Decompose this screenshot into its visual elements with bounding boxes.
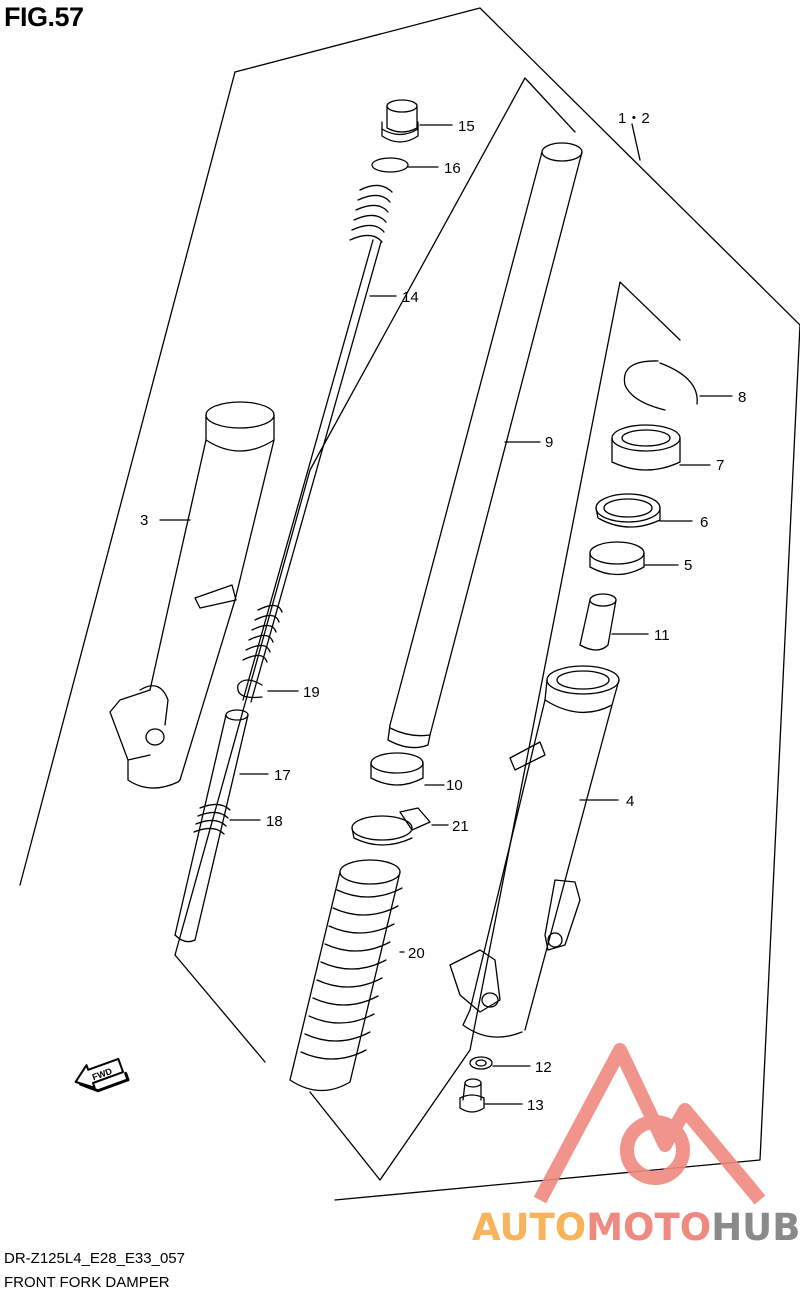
callout-21: 21 xyxy=(452,818,469,835)
assembly-outline xyxy=(19,7,800,1201)
callout-19: 19 xyxy=(303,684,320,701)
watermark-word-auto: AUTO xyxy=(472,1206,587,1249)
callout-4: 4 xyxy=(626,793,634,810)
part-14-spring xyxy=(242,604,283,663)
callout-14: 14 xyxy=(402,289,419,306)
part-7-oil-seal xyxy=(611,424,681,471)
fwd-arrow-icon xyxy=(74,1057,130,1093)
callout-1-2: 1・2 xyxy=(618,110,650,127)
part-18-rebound-spring xyxy=(193,803,231,835)
part-19-circlip xyxy=(237,679,263,699)
callout-leader-lines xyxy=(159,123,733,1105)
callout-13: 13 xyxy=(527,1097,544,1114)
callout-7: 7 xyxy=(716,457,724,474)
callout-12: 12 xyxy=(535,1059,552,1076)
callout-20: 20 xyxy=(408,945,425,962)
callout-6: 6 xyxy=(700,514,708,531)
part-12-gasket xyxy=(469,1056,493,1070)
part-14-damper-rod xyxy=(242,184,393,703)
part-6-washer xyxy=(595,493,661,528)
part-21-clamp xyxy=(351,807,431,846)
part-8-snap-ring xyxy=(623,360,698,411)
center-group-outline xyxy=(309,281,681,1181)
part-4-outer-tube-right xyxy=(449,665,620,1038)
part-11-oil-lock-piece xyxy=(579,593,617,651)
part-5-guide-bushing xyxy=(589,541,645,576)
part-17-damper-rod-lower xyxy=(174,709,249,943)
callout-15: 15 xyxy=(458,118,475,135)
part-3-outer-tube-left xyxy=(109,401,275,789)
callout-10: 10 xyxy=(446,777,463,794)
callout-8: 8 xyxy=(738,389,746,406)
figure-title: FIG.57 xyxy=(4,2,84,32)
callout-3: 3 xyxy=(140,512,148,529)
callout-labels: 1・2 3 4 5 6 7 8 9 10 11 12 13 14 15 16 1… xyxy=(91,110,747,1114)
diagram-code: DR-Z125L4_E28_E33_057 xyxy=(4,1250,185,1267)
watermark-word-hub: HUB xyxy=(711,1206,800,1249)
watermark-mountain-icon xyxy=(533,1043,766,1205)
diagram-name: FRONT FORK DAMPER xyxy=(4,1274,170,1291)
callout-9: 9 xyxy=(545,434,553,451)
callout-11: 11 xyxy=(654,627,670,644)
part-10-slide-bushing xyxy=(370,752,424,786)
watermark-word-moto: MOTO xyxy=(586,1206,712,1249)
part-15-cap-bolt xyxy=(381,99,419,143)
part-20-fork-boot xyxy=(289,859,403,1092)
part-9-inner-tube xyxy=(387,142,583,749)
left-group-outline xyxy=(174,77,576,956)
callout-18: 18 xyxy=(266,813,283,830)
callout-5: 5 xyxy=(684,557,692,574)
part-13-damper-bolt xyxy=(459,1078,485,1113)
callout-16: 16 xyxy=(444,160,461,177)
watermark-logo: AUTOMOTOHUB xyxy=(470,1040,800,1249)
callout-17: 17 xyxy=(274,767,291,784)
part-16-o-ring xyxy=(371,157,409,173)
